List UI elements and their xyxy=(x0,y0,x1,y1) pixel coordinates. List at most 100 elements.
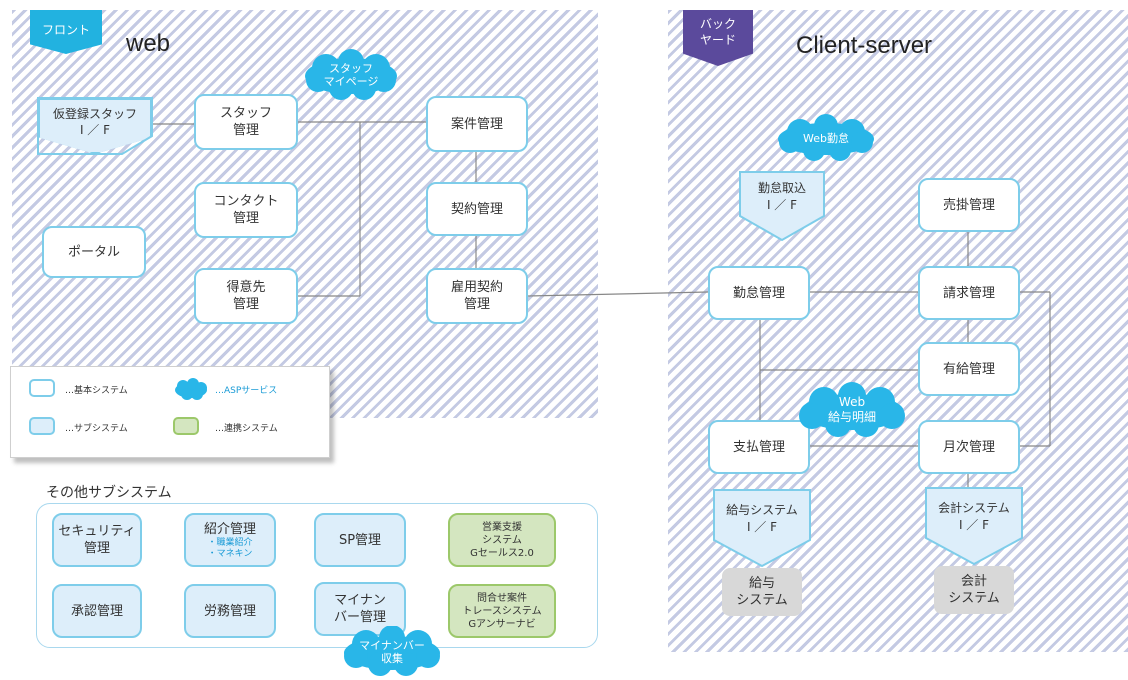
kyuyo-system-label-1: 給与 xyxy=(748,576,775,591)
kaikei-system-if-label-1: 会計システム xyxy=(938,501,1010,515)
staff-kanri-label-2: 管理 xyxy=(232,123,259,138)
staff-kanri-box[interactable]: スタッフ 管理 xyxy=(194,94,298,150)
kintai-kanri-box[interactable]: 勤怠管理 xyxy=(708,266,810,320)
koyou-keiyaku-kanri-box[interactable]: 雇用契約 管理 xyxy=(426,268,528,324)
security-kanri-box[interactable]: セキュリティ 管理 xyxy=(52,513,142,567)
tokuisaki-kanri-box[interactable]: 得意先 管理 xyxy=(194,268,298,324)
shiharai-kanri-box[interactable]: 支払管理 xyxy=(708,420,810,474)
keiyaku-kanri-box[interactable]: 契約管理 xyxy=(426,182,528,236)
anken-kanri-box[interactable]: 案件管理 xyxy=(426,96,528,152)
legend-renkei-label: …連携システム xyxy=(215,424,278,434)
getsuji-kanri-box[interactable]: 月次管理 xyxy=(918,420,1020,474)
tokuisaki-kanri-label-2: 管理 xyxy=(232,297,259,312)
seikyu-kanri-box[interactable]: 請求管理 xyxy=(918,266,1020,320)
sp-kanri-box[interactable]: SP管理 xyxy=(314,513,406,567)
legend-cloud-icon xyxy=(175,378,207,400)
kyuyo-system-if-label-2: I ／ F xyxy=(746,520,778,534)
kyuyo-system-box[interactable]: 給与 システム xyxy=(722,568,802,616)
cloud-icon xyxy=(305,49,397,100)
legend-basic-swatch xyxy=(29,379,55,397)
legend-basic-label: …基本システム xyxy=(65,386,128,396)
portal-label: ポータル xyxy=(67,244,120,260)
back-tag: バック ヤード xyxy=(683,10,753,66)
yukyu-kanri-box[interactable]: 有給管理 xyxy=(918,342,1020,396)
security-label-2: 管理 xyxy=(83,541,110,556)
web-kintai-cloud[interactable]: Web勤怠 xyxy=(768,114,884,162)
web-kyuyo-label-2: 給与明細 xyxy=(827,410,876,424)
staff-kanri-label-1: スタッフ xyxy=(219,106,272,121)
eigyo-shien-box[interactable]: 営業支援 システム Gセールス2.0 xyxy=(448,513,556,567)
cloud-icon xyxy=(799,382,905,437)
contact-kanri-label-1: コンタクト xyxy=(213,194,279,209)
web-kyuyo-meisai-cloud[interactable]: Web 給与明細 xyxy=(790,382,914,438)
toiawase-box[interactable]: 問合せ案件 トレースシステム Gアンサーナビ xyxy=(448,584,556,638)
tokuisaki-kanri-label-1: 得意先 xyxy=(226,280,266,295)
kyuyo-system-if-label-1: 給与システム xyxy=(726,503,798,517)
getsuji-kanri-label: 月次管理 xyxy=(942,439,995,455)
seikyu-kanri-label: 請求管理 xyxy=(942,285,995,301)
staff-mypage-label-1: スタッフ xyxy=(329,62,373,75)
line-koyou-kintai xyxy=(527,291,709,297)
kintai-torikomi-if-shape xyxy=(739,171,825,242)
shokai-item-2: ・マネキン xyxy=(207,548,253,559)
kaikei-system-if-box[interactable]: 会計システム I ／ F xyxy=(924,500,1024,534)
anken-kanri-label: 案件管理 xyxy=(450,116,503,132)
legend-sub-swatch xyxy=(29,417,55,435)
cloud-icon xyxy=(344,626,440,676)
yukyu-kanri-label: 有給管理 xyxy=(942,361,995,377)
toiawase-label-2: トレースシステム xyxy=(462,605,542,617)
romu-kanri-box[interactable]: 労務管理 xyxy=(184,584,276,638)
toiawase-label-1: 問合せ案件 xyxy=(477,592,527,604)
kaikei-system-if-shape xyxy=(925,487,1023,566)
back-tag-label-1: バック xyxy=(699,17,736,31)
other-subsystems-title: その他サブシステム xyxy=(46,485,172,501)
web-kyuyo-label-1: Web xyxy=(838,395,866,409)
back-tag-label-2: ヤード xyxy=(699,33,736,47)
kaikei-system-box[interactable]: 会計 システム xyxy=(934,566,1014,614)
eigyo-shien-label-1: 営業支援 xyxy=(482,521,522,533)
front-tag-label: フロント xyxy=(41,23,90,37)
sp-kanri-label: SP管理 xyxy=(338,532,382,548)
shokai-kanri-box[interactable]: 紹介管理 ・職業紹介 ・マネキン xyxy=(184,513,276,567)
keiyaku-kanri-label: 契約管理 xyxy=(450,201,503,217)
web-zone-title: web xyxy=(126,30,171,57)
mynumber-kanri-label-1: マイナン xyxy=(334,593,386,608)
front-tag: フロント xyxy=(30,10,102,54)
portal-box[interactable]: ポータル xyxy=(42,226,146,278)
eigyo-shien-label-2: システム xyxy=(482,534,522,546)
staff-mypage-cloud[interactable]: スタッフ マイページ xyxy=(296,48,406,102)
koyou-keiyaku-label-2: 管理 xyxy=(463,297,490,312)
legend-renkei-swatch xyxy=(173,417,199,435)
contact-kanri-label-2: 管理 xyxy=(232,211,259,226)
romu-kanri-label: 労務管理 xyxy=(203,603,256,619)
shonin-kanri-label: 承認管理 xyxy=(70,603,123,619)
cloud-icon xyxy=(778,114,874,161)
mynumber-kanri-label-2: バー管理 xyxy=(333,610,386,625)
urikake-kanri-box[interactable]: 売掛管理 xyxy=(918,178,1020,232)
shokai-item-1: ・職業紹介 xyxy=(207,537,253,548)
kaikei-system-label-1: 会計 xyxy=(960,574,987,589)
contact-kanri-box[interactable]: コンタクト 管理 xyxy=(194,182,298,238)
legend-sub-label: …サブシステム xyxy=(65,424,128,434)
security-label-1: セキュリティ xyxy=(58,524,136,539)
client-server-zone-title: Client-server xyxy=(796,32,933,59)
web-kintai-label: Web勤怠 xyxy=(803,131,849,145)
staff-mypage-label-2: マイページ xyxy=(323,75,379,88)
kari-staff-if-label-2: I ／ F xyxy=(79,123,111,137)
mynumber-cloud-label-1: マイナンバー xyxy=(359,639,425,652)
kaikei-system-label-2: システム xyxy=(948,591,1000,606)
kari-staff-if-outline xyxy=(37,97,153,155)
kyuyo-system-label-2: システム xyxy=(736,593,788,608)
kintai-torikomi-label-1: 勤怠取込 xyxy=(757,181,806,195)
legend-asp-label: …ASPサービス xyxy=(215,386,278,396)
kintai-torikomi-if-box[interactable]: 勤怠取込 I ／ F xyxy=(738,180,826,214)
shokai-kanri-label: 紹介管理 xyxy=(203,521,256,537)
mynumber-cloud[interactable]: マイナンバー 収集 xyxy=(334,626,450,678)
shonin-kanri-box[interactable]: 承認管理 xyxy=(52,584,142,638)
kintai-kanri-label: 勤怠管理 xyxy=(732,285,785,301)
kyuyo-system-if-shape xyxy=(713,489,811,568)
koyou-keiyaku-label-1: 雇用契約 xyxy=(450,280,503,295)
kyuyo-system-if-box[interactable]: 給与システム I ／ F xyxy=(712,502,812,536)
eigyo-shien-label-3: Gセールス2.0 xyxy=(470,547,534,559)
